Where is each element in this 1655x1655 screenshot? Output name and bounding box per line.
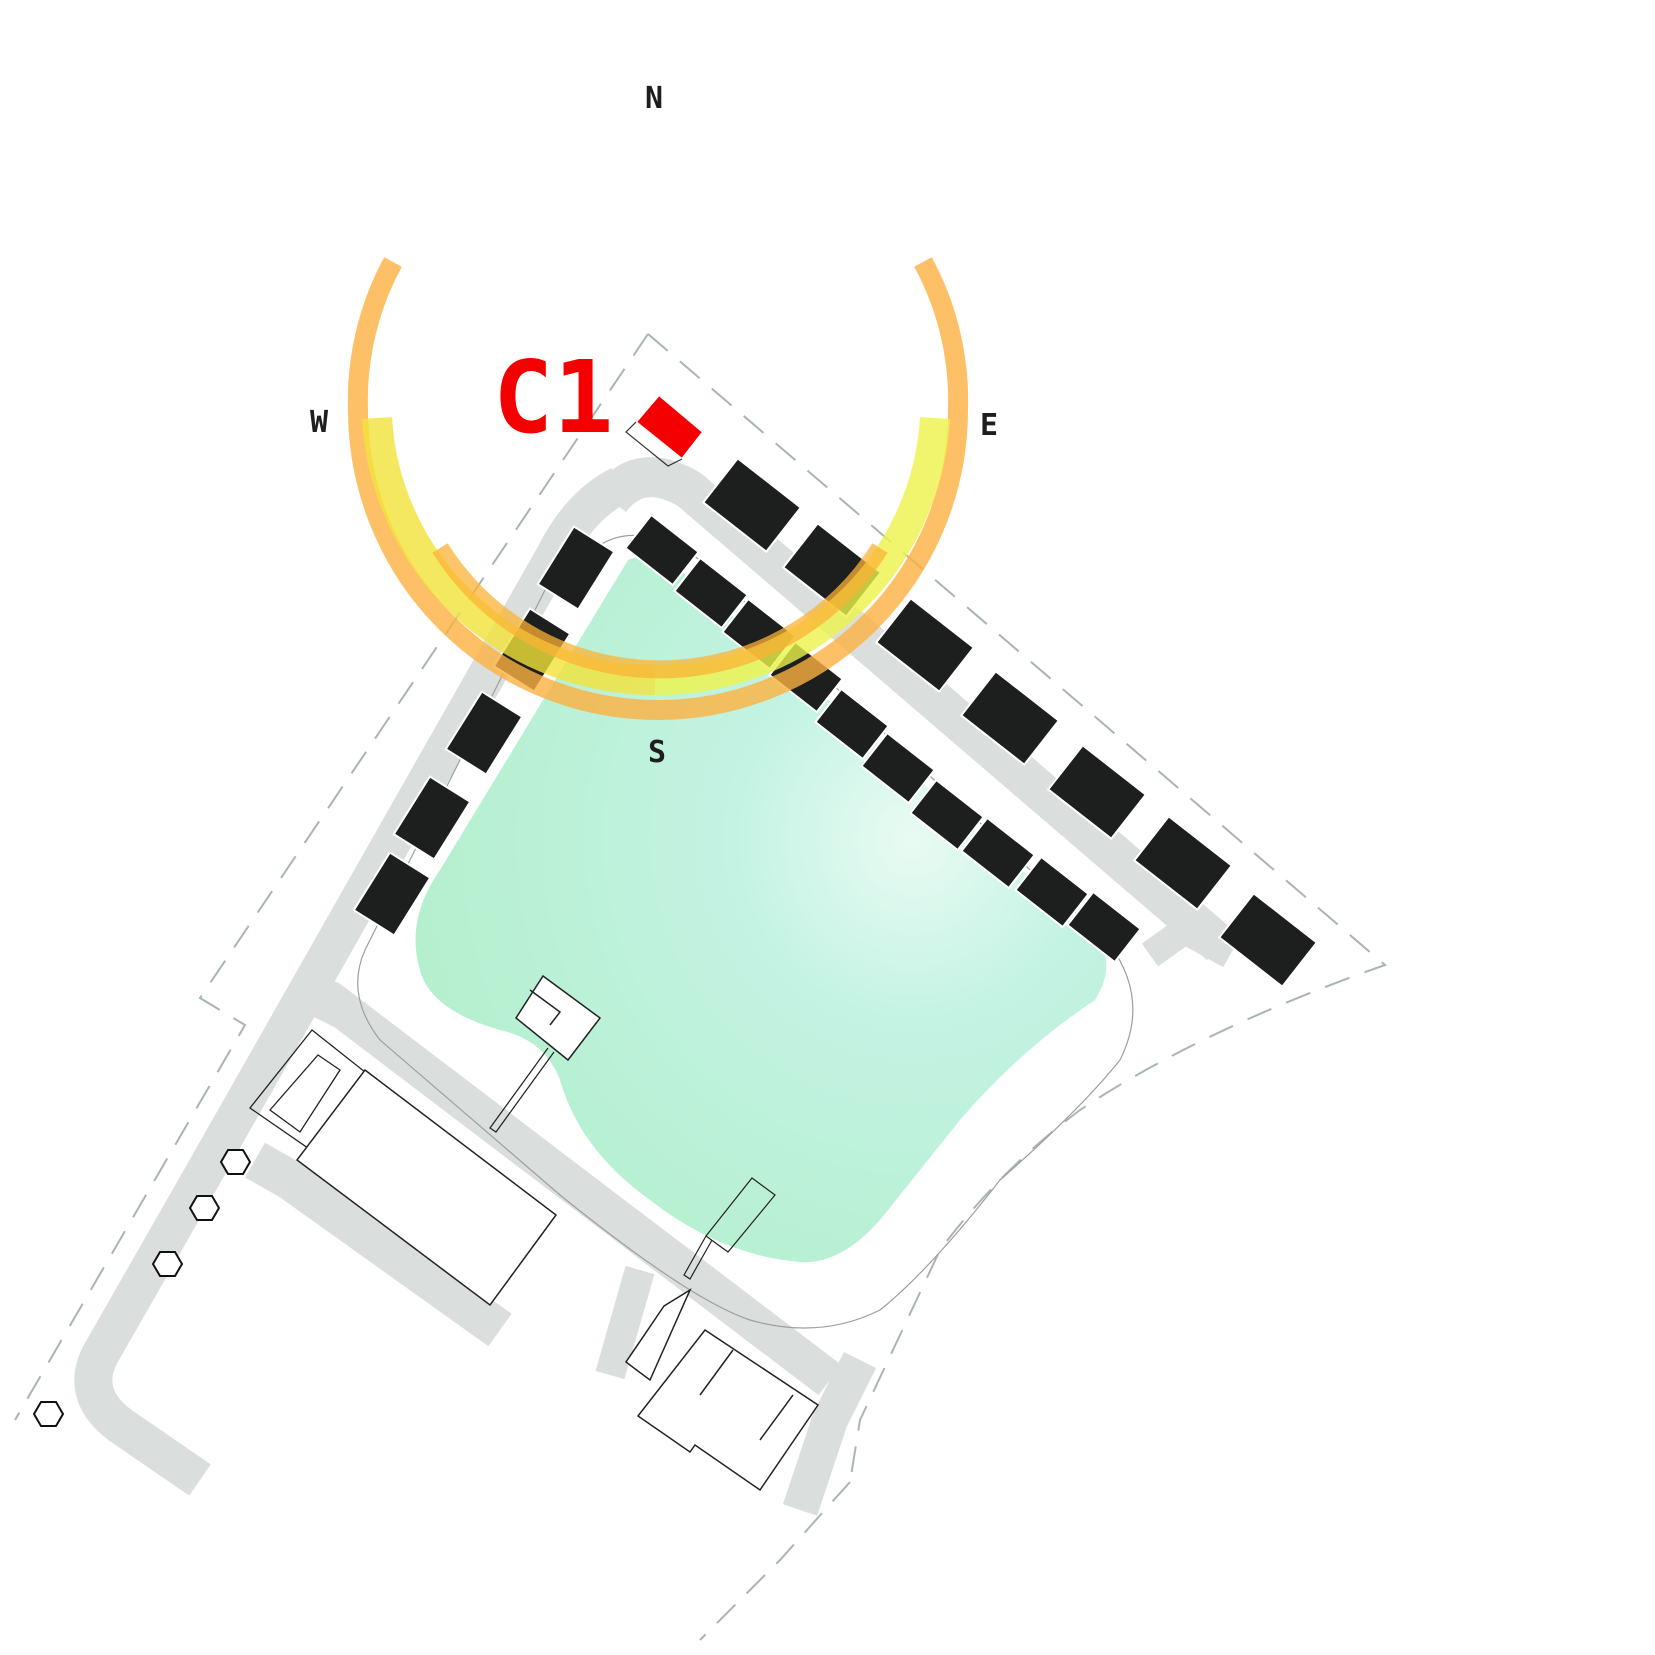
house-footprint: [1217, 891, 1319, 989]
house-footprint: [909, 778, 985, 852]
house-footprint: [536, 525, 616, 611]
road-west: [74, 468, 630, 1496]
hexagon-tree-icon: [188, 1195, 221, 1221]
road-southwest: [303, 981, 842, 1396]
house-footprint: [960, 816, 1036, 890]
compass-east: E: [980, 408, 998, 443]
house-footprint: [444, 690, 524, 776]
house-footprint: [624, 513, 700, 587]
sun-arc-midday: [432, 543, 888, 679]
road-cul-de-sac: [1141, 916, 1237, 968]
community-building: [295, 1068, 558, 1307]
road-driveway-a: [595, 1265, 655, 1380]
hexagon-tree-icon: [32, 1401, 65, 1427]
highlighted-plot-c1[interactable]: C1: [493, 339, 705, 467]
house-footprint: [959, 669, 1061, 767]
compass: N E S W: [310, 81, 998, 770]
compass-north: N: [645, 81, 663, 116]
houses: [352, 456, 1319, 989]
house-footprint: [701, 456, 803, 554]
sun-path-overlay: [347, 257, 969, 720]
park-walkway: [489, 1047, 776, 1280]
park-loop-path: [357, 534, 1134, 1329]
green-park: [415, 556, 1107, 1263]
sun-arc-inner-east: [654, 417, 950, 696]
sun-arc-outer: [347, 257, 969, 720]
site-boundary: [14, 333, 1387, 1641]
plot-label-c1: C1: [493, 339, 613, 456]
house-footprint: [814, 687, 890, 761]
house-footprint: [673, 556, 749, 630]
compass-west: W: [310, 405, 329, 440]
road-lower: [245, 1142, 512, 1347]
road-driveway-b: [782, 1351, 877, 1516]
house-footprint: [1066, 890, 1142, 964]
house-footprint: [392, 775, 472, 861]
compass-south: S: [648, 735, 666, 770]
house-footprint: [1132, 814, 1234, 912]
house-footprint: [1046, 743, 1148, 841]
house-footprint: [352, 851, 432, 937]
road-network: [74, 457, 1237, 1516]
plot-c1-house: [634, 393, 705, 461]
house-footprint: [860, 731, 936, 805]
hexagon-tree-icon: [151, 1251, 184, 1277]
hexagon-tree-icon: [219, 1149, 252, 1175]
house-footprint: [1014, 855, 1090, 929]
sun-arc-inner-west: [362, 417, 656, 696]
house-footprint: [874, 596, 976, 694]
tree-row: [32, 1149, 252, 1427]
utility-building: [624, 1288, 820, 1492]
park-pavilion: [515, 974, 602, 1062]
